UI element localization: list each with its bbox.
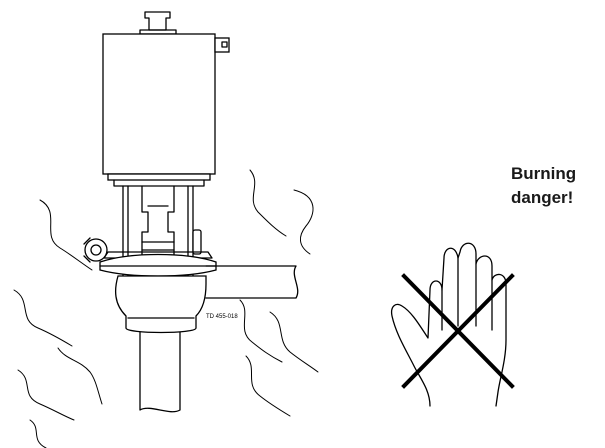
hand-icon bbox=[390, 242, 507, 407]
burning-danger-warning: Burning danger! bbox=[511, 162, 576, 210]
warning-line-2: danger! bbox=[511, 188, 574, 207]
drawing-number: TD 455-018 bbox=[206, 314, 238, 320]
warning-line-1: Burning bbox=[511, 164, 577, 183]
prohibition-cross-icon bbox=[401, 273, 515, 389]
heat-wave-icon bbox=[13, 169, 319, 448]
sanitary-valve-icon: TD 455-018 bbox=[83, 11, 299, 413]
